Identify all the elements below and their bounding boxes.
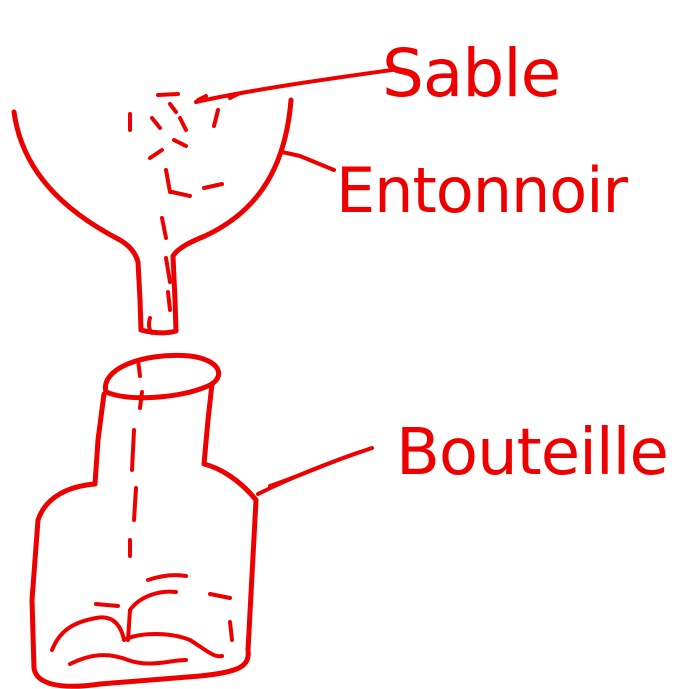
sand-stream-dash [140, 392, 142, 408]
sand-pile [148, 575, 186, 580]
sand-dash [172, 192, 190, 196]
sand-dash [170, 104, 176, 112]
funnel-drawing [14, 100, 291, 333]
sand-stream-dash [132, 430, 134, 470]
labels: Sable Entonnoir Bouteille [336, 35, 668, 490]
sand-leader-line [196, 70, 392, 102]
sand-pile [210, 594, 230, 598]
bottle-mouth [105, 355, 218, 397]
sand-dash [204, 184, 222, 188]
sand-dash [174, 140, 186, 146]
sand-dash [152, 118, 160, 128]
sand-pile [96, 604, 118, 606]
bottle-leader-line-2 [270, 452, 360, 486]
funnel-bowl-outline [14, 100, 291, 333]
sand-dash [180, 118, 186, 130]
sand-dash [168, 292, 170, 310]
sand-drawing [130, 94, 238, 310]
sand-pile [70, 655, 186, 664]
sand-pile [52, 617, 222, 656]
leader-lines [196, 70, 392, 494]
sand-pile [230, 622, 232, 640]
bottle-body-outline [32, 384, 256, 686]
label-bottle: Bouteille [396, 416, 668, 490]
label-funnel: Entonnoir [336, 154, 628, 227]
sand-stream-dash [134, 488, 136, 520]
bottle-drawing [32, 355, 256, 686]
funnel-spout-inner [149, 318, 152, 333]
sand-dash [214, 110, 218, 126]
sand-stream-dash [138, 360, 140, 376]
label-sand: Sable [382, 35, 560, 112]
sand-dash [166, 170, 170, 192]
sand-dash [158, 94, 178, 95]
sand-dash [166, 258, 170, 282]
funnel-leader-line [282, 152, 334, 170]
sand-dash [162, 218, 166, 238]
sand-dash [150, 150, 162, 158]
